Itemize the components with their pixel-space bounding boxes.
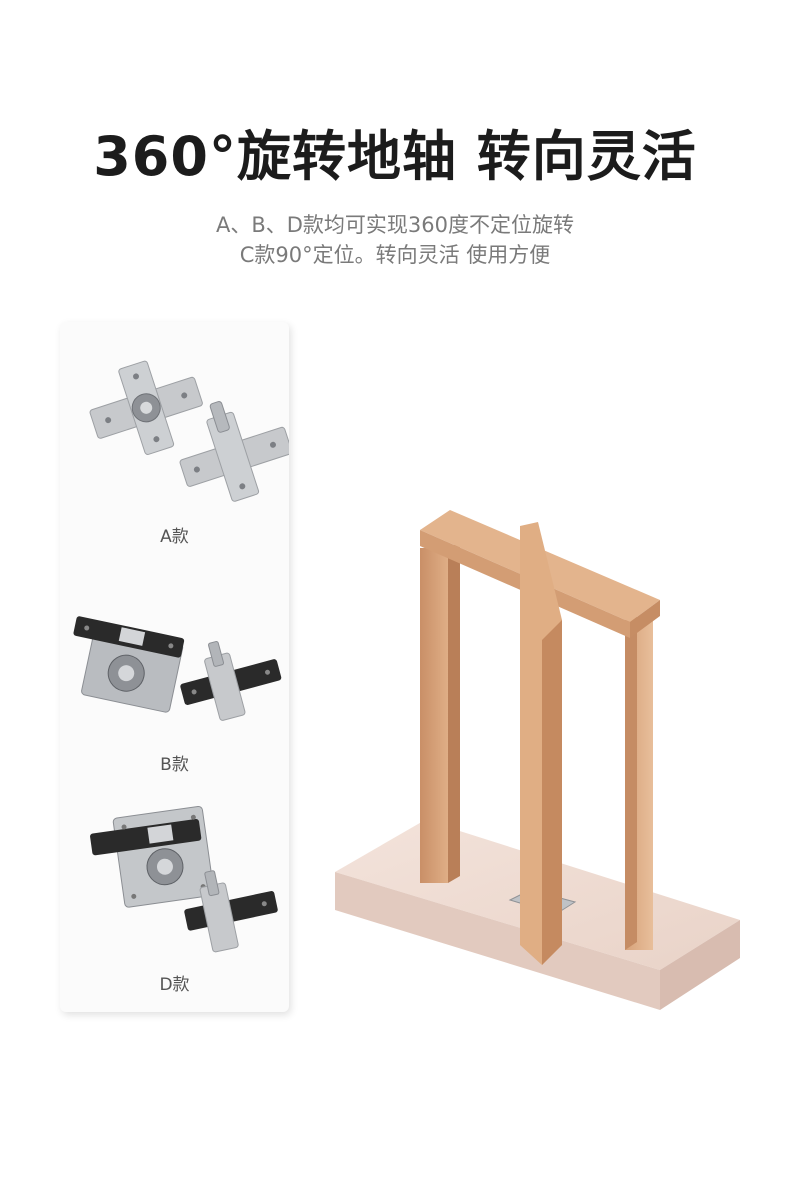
subtitle-line-2: C款90°定位。转向灵活 使用方便 [239, 243, 551, 267]
frame-left-post [420, 542, 460, 883]
variant-b: B款 [60, 572, 289, 775]
variant-a-label: A款 [160, 527, 189, 547]
variant-d-label: D款 [159, 975, 190, 995]
variant-b-label: B款 [160, 755, 189, 775]
rotating-door-leaf [520, 522, 562, 965]
page-title: 360°旋转地轴 转向灵活 [93, 125, 697, 188]
rotating-door-illustration [335, 510, 740, 1010]
variant-card: A款 B款 [60, 322, 289, 1012]
subtitle-line-1: A、B、D款均可实现360度不定位旋转 [215, 213, 575, 237]
frame-right-post [625, 614, 653, 950]
variant-a: A款 [60, 342, 289, 547]
variant-d-hinge-image [90, 806, 278, 953]
variant-a-hinge-image [89, 360, 289, 502]
variant-b-hinge-image [73, 616, 282, 721]
variant-d: D款 [60, 792, 289, 1002]
